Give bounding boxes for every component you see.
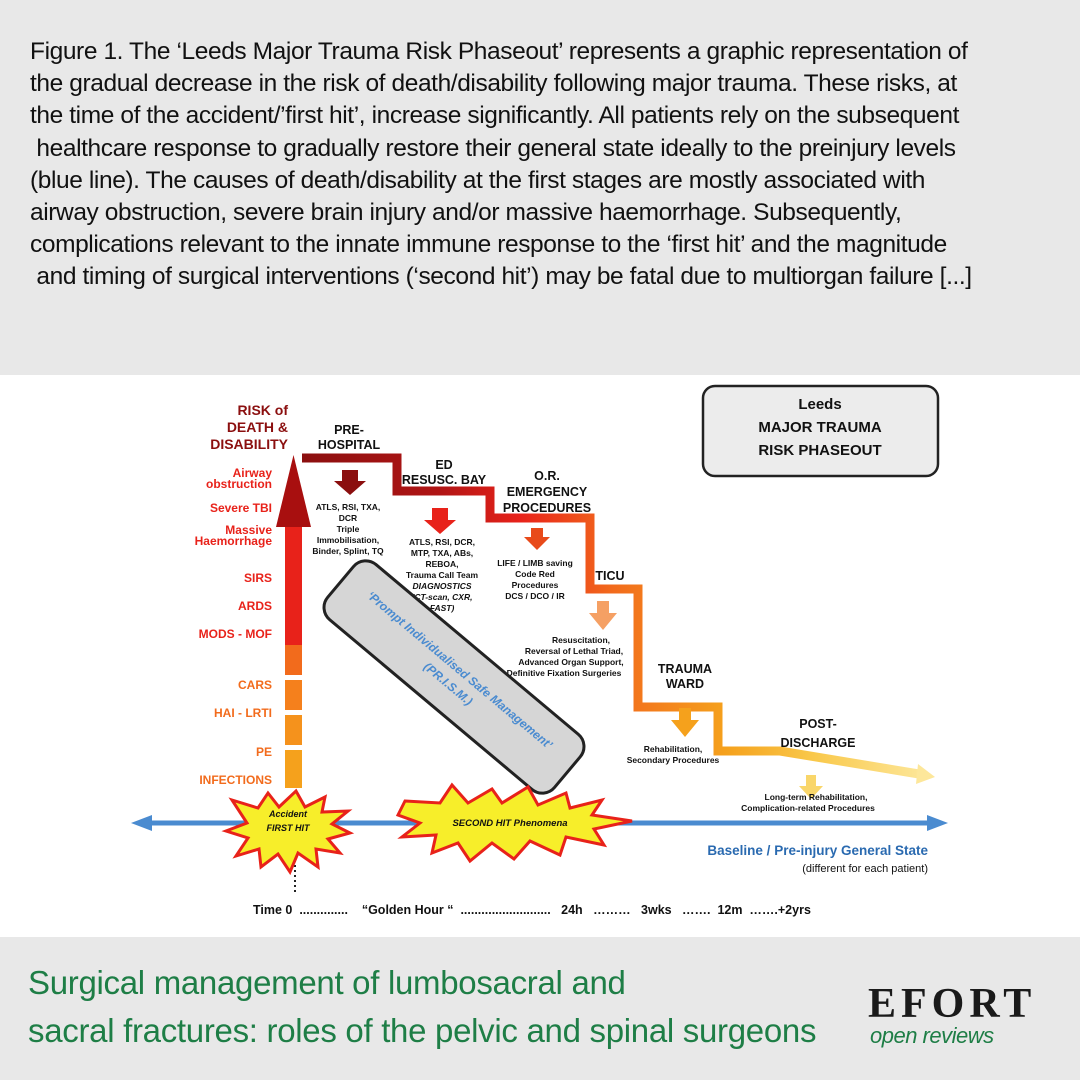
caption-line: airway obstruction, severe brain injury … bbox=[30, 199, 902, 227]
detail-or: Code Red bbox=[515, 569, 555, 579]
caption-line: the time of the accident/’first hit’, in… bbox=[30, 102, 960, 130]
article-title: Surgical management of lumbosacral and s… bbox=[28, 959, 868, 1055]
detail-ticu: Advanced Organ Support, bbox=[518, 657, 623, 667]
stage-post-label: POST- bbox=[799, 717, 837, 731]
detail-ed: REBOA, bbox=[425, 559, 458, 569]
detail-prehospital: DCR bbox=[339, 513, 357, 523]
risk-label: ARDS bbox=[238, 599, 272, 613]
risk-heading-line: RISK of bbox=[237, 402, 288, 418]
stage-post-label: DISCHARGE bbox=[780, 736, 855, 750]
stage-prehospital-label: PRE- bbox=[334, 423, 364, 437]
detail-ed: MTP, TXA, ABs, bbox=[411, 548, 473, 558]
risk-label: PE bbox=[256, 745, 272, 759]
risk-label: CARS bbox=[238, 678, 272, 692]
stage-prehospital-label: HOSPITAL bbox=[318, 438, 381, 452]
down-arrow-icon bbox=[524, 528, 550, 550]
detail-ed-diagnostics: FAST) bbox=[430, 603, 455, 613]
stage-ward-label: TRAUMA bbox=[658, 662, 712, 676]
risk-heading-line: DEATH & bbox=[227, 419, 288, 435]
diagram-svg: Leeds MAJOR TRAUMA RISK PHASEOUT RISK of… bbox=[131, 384, 948, 917]
stage-ed-label: ED bbox=[435, 458, 452, 472]
detail-ed-diagnostics: (CT-scan, CXR, bbox=[412, 592, 473, 602]
detail-ticu: Reversal of Lethal Triad, bbox=[525, 646, 623, 656]
risk-labels: Airway obstruction Severe TBI Massive Ha… bbox=[195, 466, 273, 787]
risk-label: MODS - MOF bbox=[199, 627, 272, 641]
second-hit-label: SECOND HIT Phenomena bbox=[452, 818, 567, 829]
risk-heading: RISK of DEATH & DISABILITY bbox=[210, 402, 288, 452]
detail-or: Procedures bbox=[512, 580, 559, 590]
figure-caption: Figure 1. The ‘Leeds Major Trauma Risk P… bbox=[30, 36, 1060, 294]
timeline-axis: Time 0 .............. “Golden Hour “ ...… bbox=[253, 903, 811, 917]
risk-label: Haemorrhage bbox=[195, 534, 273, 548]
stage-arrows bbox=[334, 470, 823, 799]
risk-label: obstruction bbox=[206, 477, 272, 491]
caption-panel: Figure 1. The ‘Leeds Major Trauma Risk P… bbox=[0, 0, 1080, 375]
baseline-label: Baseline / Pre-injury General State bbox=[707, 843, 928, 858]
caption-line: complications relevant to the innate imm… bbox=[30, 231, 947, 259]
stage-labels: PRE- HOSPITAL ED RESUSC. BAY O.R. EMERGE… bbox=[318, 423, 856, 750]
detail-ed-diagnostics: DIAGNOSTICS bbox=[412, 581, 471, 591]
efort-logo-subtitle: open reviews bbox=[870, 1023, 994, 1048]
accident-label: FIRST HIT bbox=[267, 823, 311, 833]
risk-label: INFECTIONS bbox=[199, 773, 272, 787]
accident-label: Accident bbox=[268, 809, 308, 819]
detail-ticu: Definitive Fixation Surgeries bbox=[507, 668, 622, 678]
stage-ed-label: RESUSC. BAY bbox=[402, 473, 487, 487]
risk-arrow bbox=[276, 455, 311, 788]
risk-label: Airway bbox=[233, 466, 273, 480]
title-line: Leeds bbox=[798, 396, 841, 413]
detail-ticu: Resuscitation, bbox=[552, 635, 610, 645]
detail-prehospital: ATLS, RSI, TXA, bbox=[316, 502, 381, 512]
down-arrow-icon bbox=[589, 601, 617, 630]
detail-ward: Rehabilitation, bbox=[644, 744, 703, 754]
risk-label: HAI - LRTI bbox=[214, 706, 272, 720]
caption-line: the gradual decrease in the risk of deat… bbox=[30, 70, 957, 98]
risk-heading-line: DISABILITY bbox=[210, 436, 288, 452]
risk-label: SIRS bbox=[244, 571, 272, 585]
stage-ticu-label: TICU bbox=[595, 569, 624, 583]
footer-panel: Surgical management of lumbosacral and s… bbox=[0, 937, 1080, 1080]
caption-line: (blue line). The causes of death/disabil… bbox=[30, 166, 926, 194]
detail-or: DCS / DCO / IR bbox=[505, 591, 565, 601]
risk-label: Severe TBI bbox=[210, 501, 272, 515]
detail-prehospital: Triple bbox=[337, 524, 360, 534]
baseline-note: (different for each patient) bbox=[802, 863, 928, 875]
detail-post: Long-term Rehabilitation, bbox=[765, 792, 868, 802]
down-arrow-icon bbox=[424, 508, 456, 534]
title-line: RISK PHASEOUT bbox=[758, 442, 881, 459]
detail-prehospital: Binder, Splint, TQ bbox=[312, 546, 384, 556]
risk-phaseout-diagram: Leeds MAJOR TRAUMA RISK PHASEOUT RISK of… bbox=[0, 375, 1080, 937]
detail-prehospital: Immobilisation, bbox=[317, 535, 379, 545]
down-arrow-icon bbox=[334, 470, 366, 495]
efort-logo: EFORT bbox=[868, 981, 1037, 1027]
article-title-line: sacral fractures: roles of the pelvic an… bbox=[28, 1012, 817, 1049]
detail-ed: Trauma Call Team bbox=[406, 570, 479, 580]
stage-or-label: PROCEDURES bbox=[503, 501, 591, 515]
title-line: MAJOR TRAUMA bbox=[758, 419, 881, 436]
down-arrow-icon bbox=[671, 708, 699, 737]
stage-or-label: EMERGENCY bbox=[507, 485, 588, 499]
caption-line: and timing of surgical interventions (‘s… bbox=[30, 263, 972, 291]
staircase-arrowhead bbox=[916, 764, 935, 784]
second-hit-starburst: SECOND HIT Phenomena bbox=[395, 782, 633, 864]
down-arrow-icon bbox=[799, 775, 823, 799]
title-box: Leeds MAJOR TRAUMA RISK PHASEOUT bbox=[701, 384, 940, 478]
article-title-line: Surgical management of lumbosacral and bbox=[28, 964, 626, 1001]
accident-starburst: Accident FIRST HIT bbox=[221, 788, 355, 876]
detail-or: LIFE / LIMB saving bbox=[497, 558, 573, 568]
detail-post: Complication-related Procedures bbox=[741, 803, 875, 813]
stage-or-label: O.R. bbox=[534, 469, 560, 483]
risk-staircase bbox=[302, 453, 926, 780]
risk-label: Massive bbox=[225, 523, 272, 537]
caption-line: Figure 1. The ‘Leeds Major Trauma Risk P… bbox=[30, 38, 968, 65]
stage-ward-label: WARD bbox=[666, 677, 704, 691]
detail-ed: ATLS, RSI, DCR, bbox=[409, 537, 475, 547]
caption-line: healthcare response to gradually restore… bbox=[30, 134, 956, 162]
detail-ward: Secondary Procedures bbox=[627, 755, 720, 765]
stage-details: ATLS, RSI, TXA, DCR Triple Immobilisatio… bbox=[312, 502, 875, 813]
